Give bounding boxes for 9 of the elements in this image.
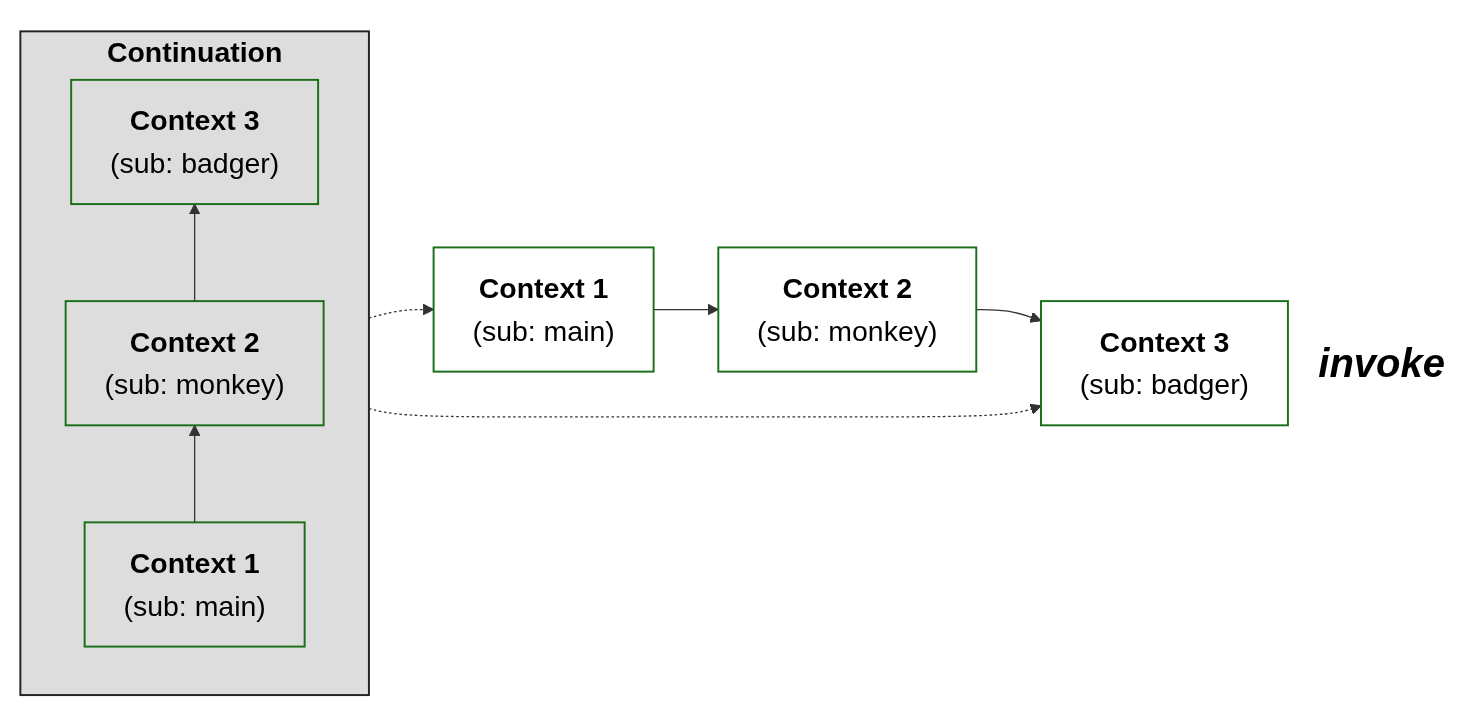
node-box: Context 1 (sub: main) — [432, 246, 655, 373]
arrow — [188, 203, 201, 302]
arrow — [188, 424, 201, 523]
node-box: Context 2 (sub: monkey) — [717, 246, 978, 373]
node-box: Context 3 (sub: badger) — [70, 78, 320, 205]
node-box: Context 1 (sub: main) — [83, 521, 306, 648]
annotation-text: invoke — [1318, 340, 1445, 386]
node-box: Context 2 (sub: monkey) — [64, 299, 325, 427]
node-box: Context 3 (sub: badger) — [1040, 299, 1289, 427]
